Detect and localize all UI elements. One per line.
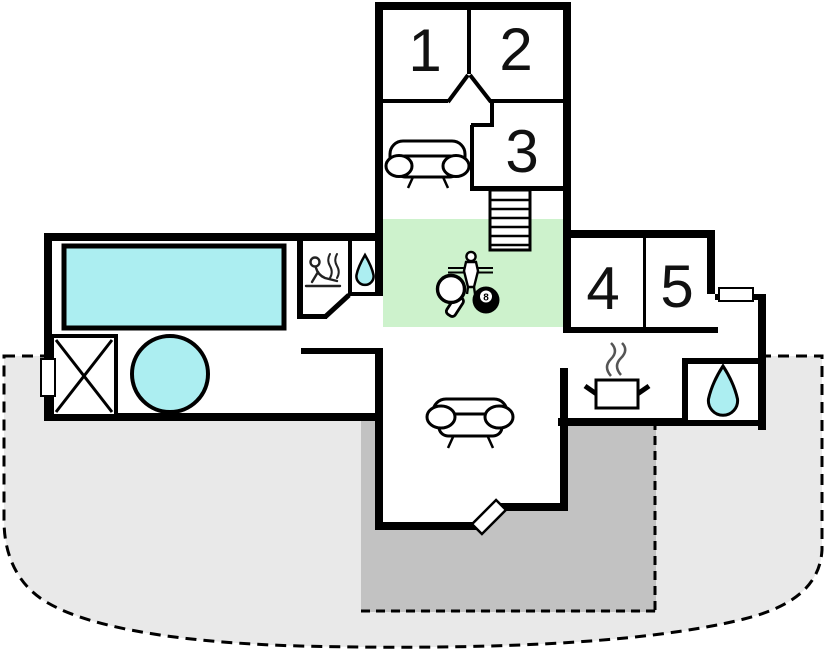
billiard-ball-icon: 8 (472, 286, 500, 314)
stairs (488, 188, 532, 252)
room-2-label: 2 (499, 16, 532, 83)
room-4-label: 4 (586, 255, 619, 322)
sauna-icon (304, 253, 342, 288)
swimming-pool (61, 243, 287, 331)
storage-cross-icon (50, 334, 118, 418)
room-3-label: 3 (505, 118, 538, 185)
sofa-upper-icon (384, 139, 471, 189)
door-left (40, 358, 56, 397)
hot-tub (130, 334, 210, 414)
table-tennis-paddle-icon (435, 273, 467, 318)
sofa-living-icon (425, 397, 515, 449)
door-right (718, 287, 754, 302)
svg-text:8: 8 (483, 293, 489, 304)
door-diagonal (470, 498, 508, 536)
bathroom-drop-icon (706, 363, 740, 417)
room-1-label: 1 (408, 17, 441, 84)
room-5-label: 5 (660, 253, 693, 320)
shower-drop-icon (355, 252, 375, 287)
kitchen-pot-icon (583, 342, 651, 410)
